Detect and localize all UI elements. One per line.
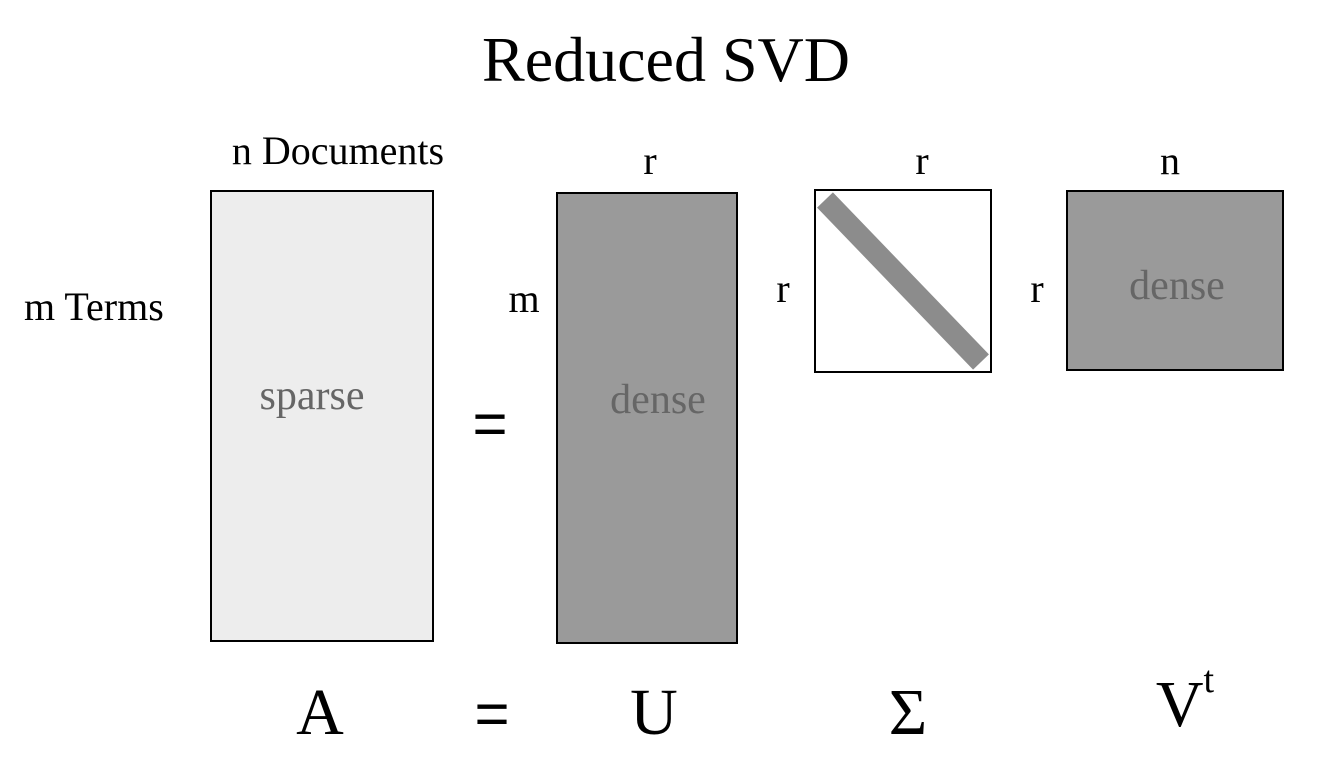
matrix-sigma bbox=[814, 189, 992, 373]
matrix-a: sparse bbox=[210, 190, 434, 642]
matrix-vt: dense bbox=[1066, 190, 1284, 371]
matrix-u-text: dense bbox=[610, 377, 706, 423]
label-u-rows: m bbox=[508, 276, 540, 321]
symbol-a: A bbox=[296, 676, 344, 749]
label-a-columns: n Documents bbox=[231, 128, 445, 173]
label-a-rows: m Terms bbox=[24, 284, 164, 329]
label-sigma-columns: r bbox=[915, 138, 929, 183]
symbol-sigma: Σ bbox=[888, 676, 928, 749]
matrix-vt-text: dense bbox=[1129, 263, 1225, 309]
sigma-diagonal-band bbox=[817, 192, 989, 370]
label-vt-columns: n bbox=[1160, 138, 1180, 183]
label-sigma-rows: r bbox=[776, 266, 790, 311]
label-u-columns: r bbox=[643, 138, 657, 183]
diagram-title: Reduced SVD bbox=[482, 24, 850, 95]
equals-sign-middle: = bbox=[472, 390, 508, 457]
symbol-u: U bbox=[630, 676, 678, 749]
symbol-v: V bbox=[1155, 668, 1204, 741]
symbol-v-superscript: t bbox=[1203, 659, 1215, 701]
equals-sign-bottom: = bbox=[474, 680, 510, 747]
symbol-v-transpose: Vt bbox=[1130, 659, 1240, 751]
matrix-a-text: sparse bbox=[259, 373, 365, 419]
label-vt-rows: r bbox=[1030, 266, 1044, 311]
matrix-u: dense bbox=[556, 192, 738, 644]
